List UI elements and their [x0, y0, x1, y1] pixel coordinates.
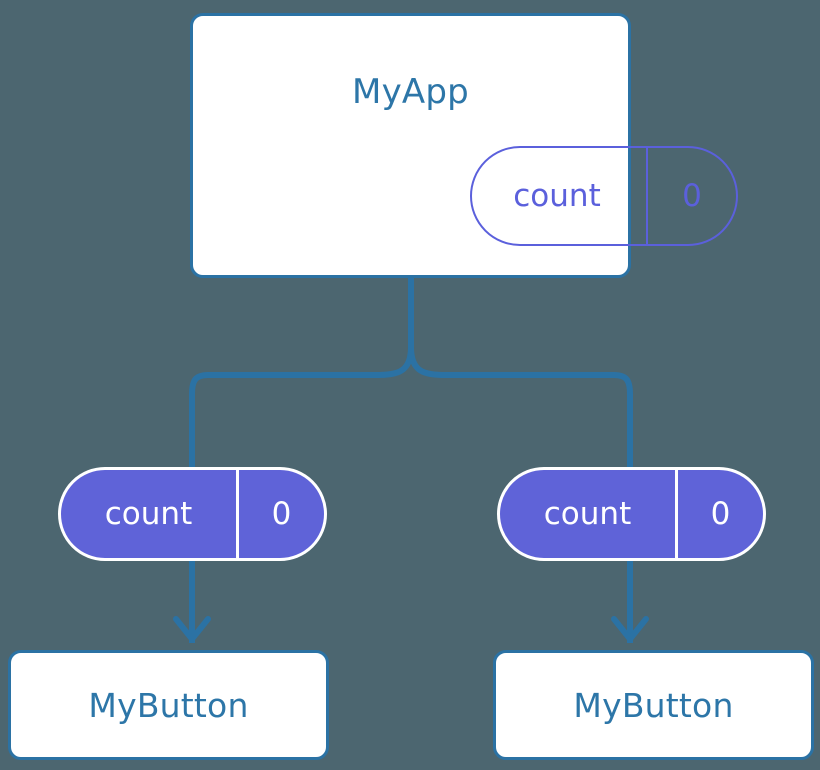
props-arrow-right	[611, 561, 649, 643]
fork-branch-right	[408, 346, 633, 467]
component-title-mybutton-left: MyButton	[88, 686, 249, 725]
props-pill-right[interactable]: count 0	[497, 467, 766, 561]
props-pill-value: 0	[236, 470, 324, 558]
component-card-myapp[interactable]: MyApp count 0	[190, 13, 738, 278]
state-pill-myapp[interactable]: count 0	[470, 146, 738, 246]
state-pill-value: 0	[646, 148, 736, 244]
props-pill-left[interactable]: count 0	[58, 467, 327, 561]
props-pill-value: 0	[675, 470, 763, 558]
state-pill-key: count	[513, 177, 601, 214]
fork-branch-left	[189, 346, 414, 467]
component-card-mybutton-left[interactable]: MyButton	[8, 650, 329, 760]
props-arrow-left	[173, 561, 211, 643]
component-card-mybutton-right[interactable]: MyButton	[493, 650, 814, 760]
props-pill-key: count	[104, 495, 193, 532]
component-title-myapp: MyApp	[352, 72, 469, 112]
props-pill-key: count	[543, 495, 632, 532]
component-title-mybutton-right: MyButton	[573, 686, 734, 725]
